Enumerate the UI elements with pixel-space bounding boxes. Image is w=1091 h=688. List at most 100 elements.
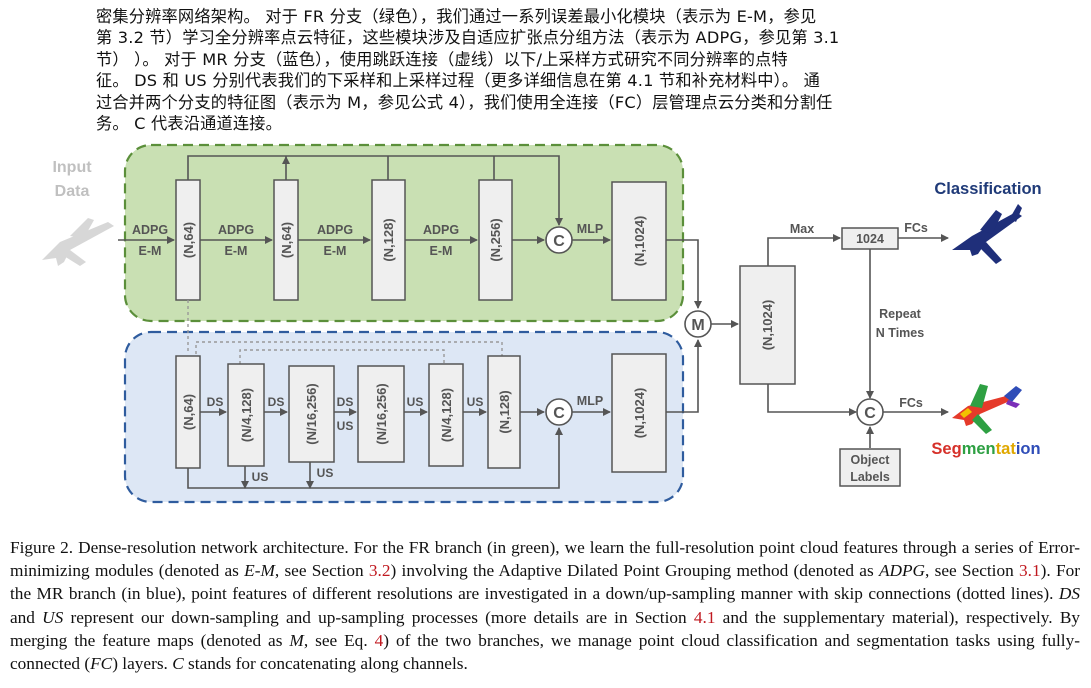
svg-text:(N,128): (N,128) [381,218,396,261]
mr-feature-box: (N/4,128) [428,363,464,467]
section-reference-link[interactable]: 4.1 [693,607,716,627]
cn-line: 征。 DS 和 US 分别代表我们的下采样和上采样过程（更多详细信息在第 4.1… [96,71,821,91]
seg-fcs-label: FCs [899,396,923,410]
mr-feature-box: (N,128) [487,355,521,469]
caption-term: US [42,607,64,627]
fr-stage-label: ADPG E-M [218,223,254,258]
ds-label: DS [207,395,224,409]
svg-text:C: C [864,405,876,422]
us-label: US [467,395,484,409]
cn-line: 过合并两个分支的特征图（表示为 M，参见公式 4），我们使用全连接（FC）层管理… [96,92,833,112]
svg-text:(N,128): (N,128) [497,390,512,433]
cn-line: 第 3.2 节）学习全分辨率点云特征，这些模块涉及自适应扩张点分组方法（表示为 … [96,28,840,48]
svg-text:ADPG: ADPG [218,223,254,237]
fr-feature-box: (N,256) [478,179,513,301]
figure-caption: Figure 2. Dense-resolution network archi… [10,536,1080,675]
chinese-translation-paragraph: 密集分辨率网络架构。 对于 FR 分支（绿色），我们通过一系列误差最小化模块（表… [96,6,976,134]
svg-text:ADPG: ADPG [132,223,168,237]
fr-stage-label: ADPG E-M [423,223,459,258]
svg-text:(N/16,256): (N/16,256) [304,383,319,444]
cn-line: 务。 C 代表沿通道连接。 [96,114,283,134]
svg-text:Labels: Labels [850,470,890,484]
arrowhead [282,156,290,164]
svg-text:M: M [691,317,704,334]
svg-text:(N,1024): (N,1024) [632,388,647,439]
us-label: US [317,466,334,480]
us-label: US [337,419,354,433]
seg-concat-symbol: C [856,398,884,426]
ds-label: DS [268,395,285,409]
ds-label: DS [337,395,354,409]
network-architecture-diagram: Input Data ADPG E-M ADPG E-M ADPG E-M AD… [42,143,1042,504]
mr-feature-box: (N,64) [175,355,201,469]
pooled-feature-box: 1024 [841,227,899,250]
fr-feature-box: (N,64) [175,179,201,301]
section-reference-link[interactable]: 3.2 [368,561,391,581]
max-pool-arrow [767,234,841,266]
object-labels-box: Object Labels [839,448,901,487]
caption-term: ADPG [878,561,926,581]
mr-output-box: (N,1024) [611,353,667,473]
svg-text:(N,64): (N,64) [181,222,196,258]
svg-text:(N/16,256): (N/16,256) [374,383,389,444]
fr-output-box: (N,1024) [611,181,667,301]
cn-line: 节） ）。 对于 MR 分支（蓝色），使用跳跃连接（虚线）以下/上采样方式研究不… [96,49,788,69]
caption-text: , see Section [274,561,369,581]
cn-line: 密集分辨率网络架构。 对于 FR 分支（绿色），我们通过一系列误差最小化模块（表… [96,7,817,26]
svg-text:(N/4,128): (N/4,128) [239,388,254,442]
mr-feature-box: (N/4,128) [227,363,265,467]
svg-text:E-M: E-M [139,244,162,258]
svg-text:1024: 1024 [856,232,884,246]
fr-skip-connection [187,155,563,226]
merge-symbol: M [684,310,712,338]
section-reference-link[interactable]: 3.1 [1019,561,1041,581]
svg-text:ADPG: ADPG [423,223,459,237]
caption-text: stands for concatenating along channels. [183,654,468,674]
mr-dotted-skip-connections [187,300,503,364]
svg-text:(N,1024): (N,1024) [760,300,775,351]
caption-text: Dense-resolution network architecture. F… [10,538,1080,581]
equation-reference-link[interactable]: 4 [374,630,384,650]
segmentation-title: Segmentation [931,440,1040,458]
svg-text:Object: Object [851,453,891,467]
classification-title: Classification [934,180,1041,198]
us-label: US [252,470,269,484]
caption-term: E-M [244,561,275,581]
caption-text: , see Section [925,561,1020,581]
fr-concat-symbol: C [545,226,573,254]
input-label: Data [55,183,90,200]
svg-text:(N,256): (N,256) [488,218,503,261]
fr-stage-label: ADPG E-M [317,223,353,258]
caption-term: M [289,630,304,650]
svg-text:E-M: E-M [430,244,453,258]
svg-text:ADPG: ADPG [317,223,353,237]
fr-feature-box: (N,128) [371,179,406,301]
svg-text:C: C [553,233,565,250]
mr-feature-box: (N/16,256) [357,365,405,463]
merged-feature-box: (N,1024) [739,265,796,385]
point-feature-arrow [767,384,857,416]
mr-mlp-label: MLP [577,394,603,408]
caption-text: ) involving the Adaptive Dilated Point G… [390,561,879,581]
fr-stage-label: ADPG E-M [132,223,168,258]
repeat-label: Repeat [879,307,922,321]
max-label: Max [790,222,814,236]
mr-feature-box: (N/16,256) [288,365,335,463]
classification-airplane-icon [952,204,1022,264]
svg-text:C: C [553,405,565,422]
caption-text: and [10,607,43,627]
caption-text: represent our down-sampling and up-sampl… [63,607,694,627]
repeat-label: N Times [876,326,924,340]
caption-text: ) layers. [112,654,173,674]
caption-text: and the supplementary material), respect… [10,607,1080,650]
fr-to-merge-arrow [666,239,702,309]
svg-text:(N,1024): (N,1024) [632,216,647,267]
mr-bottom-skip [187,427,563,489]
svg-text:E-M: E-M [225,244,248,258]
svg-text:(N,64): (N,64) [181,394,196,430]
fr-feature-box: (N,64) [273,179,299,301]
caption-text: ) of the two branches, we manage point c… [10,630,1080,674]
caption-term: FC [90,654,113,674]
svg-text:(N/4,128): (N/4,128) [439,388,454,442]
mr-concat-symbol: C [545,398,573,426]
